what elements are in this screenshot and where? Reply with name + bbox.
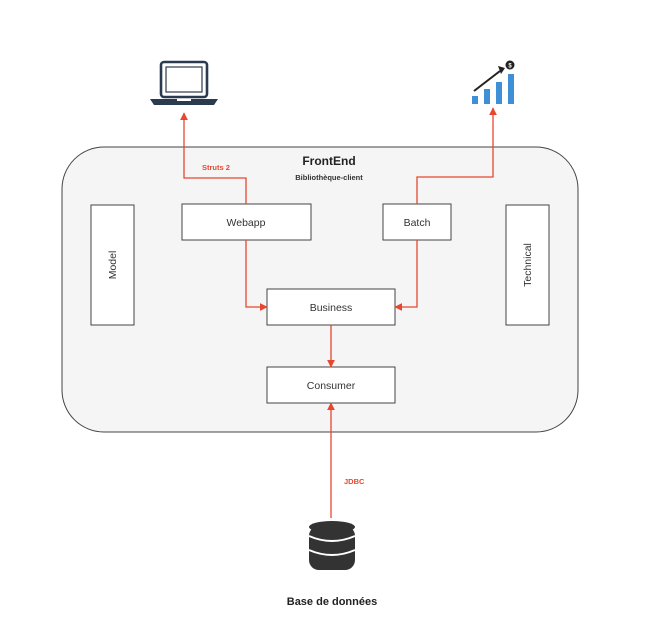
growth-chart-icon: $: [472, 60, 515, 104]
frontend-title: FrontEnd: [302, 154, 355, 168]
database-label: Base de données: [287, 596, 377, 608]
batch-box[interactable]: Batch: [382, 203, 452, 241]
svg-text:$: $: [508, 64, 512, 70]
consumer-label: Consumer: [307, 380, 356, 392]
model-label: Model: [107, 251, 119, 280]
jdbc-label: JDBC: [344, 477, 365, 486]
laptop-icon: [150, 60, 218, 105]
frontend-subtitle: Bibliothèque-client: [295, 173, 363, 182]
database-icon: [308, 521, 356, 570]
arrow-batch-to-reporting: [416, 107, 497, 204]
arrow-webapp-to-client: [180, 112, 247, 204]
technical-label: Technical: [522, 243, 534, 287]
arrow-webapp-to-business: [245, 240, 268, 311]
webapp-box[interactable]: Webapp: [181, 203, 312, 241]
batch-label: Batch: [404, 217, 431, 229]
model-box[interactable]: Model: [90, 204, 135, 326]
business-box[interactable]: Business: [266, 288, 396, 326]
webapp-label: Webapp: [227, 217, 266, 229]
consumer-box[interactable]: Consumer: [266, 366, 396, 404]
business-label: Business: [310, 302, 353, 314]
struts-label: Struts 2: [202, 163, 230, 172]
arrow-batch-to-business: [394, 240, 418, 311]
technical-box[interactable]: Technical: [505, 204, 550, 326]
